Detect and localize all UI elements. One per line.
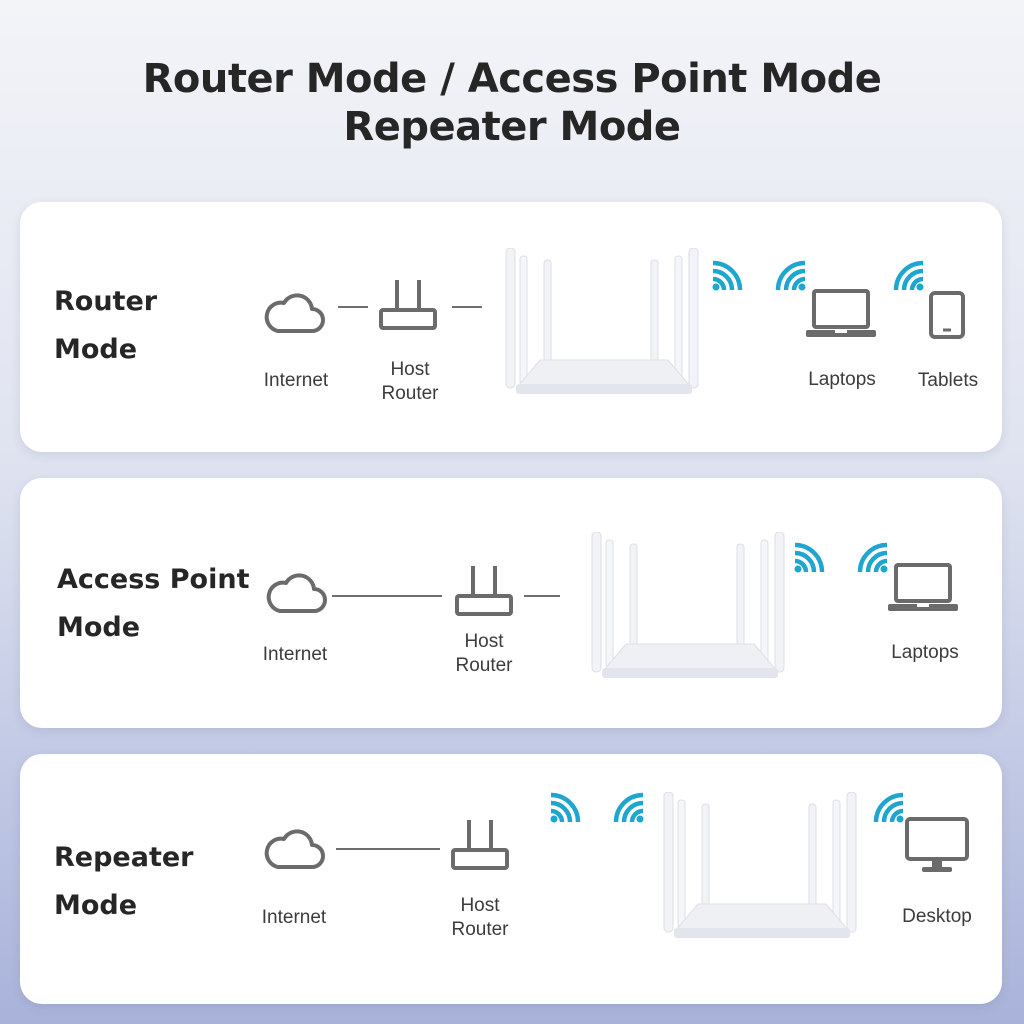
host-caption-line-2: Router bbox=[455, 655, 513, 676]
internet-caption: Internet bbox=[263, 370, 329, 391]
host-router-icon bbox=[450, 816, 510, 872]
access-point-mode-label: Access Point Mode bbox=[57, 556, 249, 652]
internet-caption: Internet bbox=[262, 644, 328, 665]
wifi-signal-icon bbox=[710, 252, 750, 292]
tablet-icon bbox=[928, 290, 966, 340]
desktop-icon bbox=[904, 816, 970, 876]
wifi-signal-icon bbox=[792, 534, 832, 574]
cloud-icon bbox=[262, 290, 326, 336]
connection-line bbox=[338, 306, 368, 308]
host-caption-line-1: Host bbox=[460, 895, 500, 916]
host-caption-line-2: Router bbox=[381, 383, 439, 404]
repeater-mode-panel: Repeater Mode Internet Host Router bbox=[20, 754, 1002, 1004]
wifi-signal-icon bbox=[548, 784, 588, 824]
mode-label-line-1: Repeater bbox=[54, 842, 194, 873]
wifi-router-image bbox=[662, 792, 862, 942]
wifi-router-image bbox=[504, 248, 704, 398]
mode-label-line-2: Mode bbox=[54, 334, 138, 365]
connection-line bbox=[332, 595, 442, 597]
mode-label-line-2: Mode bbox=[54, 890, 138, 921]
wifi-router-image bbox=[590, 532, 790, 682]
repeater-mode-label: Repeater Mode bbox=[54, 834, 194, 930]
host-caption-line-1: Host bbox=[390, 359, 430, 380]
laptop-icon bbox=[886, 562, 960, 614]
laptops-caption: Laptops bbox=[808, 369, 876, 390]
host-router-caption: Host Router bbox=[381, 358, 438, 406]
host-router-icon bbox=[378, 276, 438, 332]
connection-line bbox=[452, 306, 482, 308]
mode-label-line-2: Mode bbox=[57, 612, 141, 643]
host-caption-line-1: Host bbox=[464, 631, 504, 652]
router-mode-panel: Router Mode Internet Host Router bbox=[20, 202, 1002, 452]
wifi-signal-icon bbox=[850, 534, 890, 574]
wifi-signal-icon bbox=[866, 784, 906, 824]
access-point-mode-panel: Access Point Mode Internet Host Router bbox=[20, 478, 1002, 728]
cloud-icon bbox=[264, 570, 328, 616]
tablets-caption: Tablets bbox=[917, 370, 979, 391]
host-caption-line-2: Router bbox=[451, 919, 509, 940]
host-router-caption: Host Router bbox=[451, 894, 508, 942]
connection-line bbox=[336, 848, 440, 850]
wifi-signal-icon bbox=[768, 252, 808, 292]
laptops-caption: Laptops bbox=[891, 642, 959, 663]
page-title-line-2: Repeater Mode bbox=[343, 104, 681, 150]
mode-label-line-1: Access Point bbox=[57, 564, 250, 595]
connection-line bbox=[524, 595, 560, 597]
host-router-icon bbox=[454, 562, 514, 618]
wifi-signal-icon bbox=[606, 784, 646, 824]
wifi-signal-icon bbox=[886, 252, 926, 292]
page-title-line-1: Router Mode / Access Point Mode bbox=[142, 56, 882, 102]
mode-label-line-1: Router bbox=[54, 286, 158, 317]
router-mode-label: Router Mode bbox=[54, 278, 157, 374]
internet-caption: Internet bbox=[261, 907, 327, 928]
cloud-icon bbox=[262, 826, 326, 872]
laptop-icon bbox=[804, 288, 878, 340]
host-router-caption: Host Router bbox=[455, 630, 512, 678]
desktop-caption: Desktop bbox=[902, 906, 972, 927]
